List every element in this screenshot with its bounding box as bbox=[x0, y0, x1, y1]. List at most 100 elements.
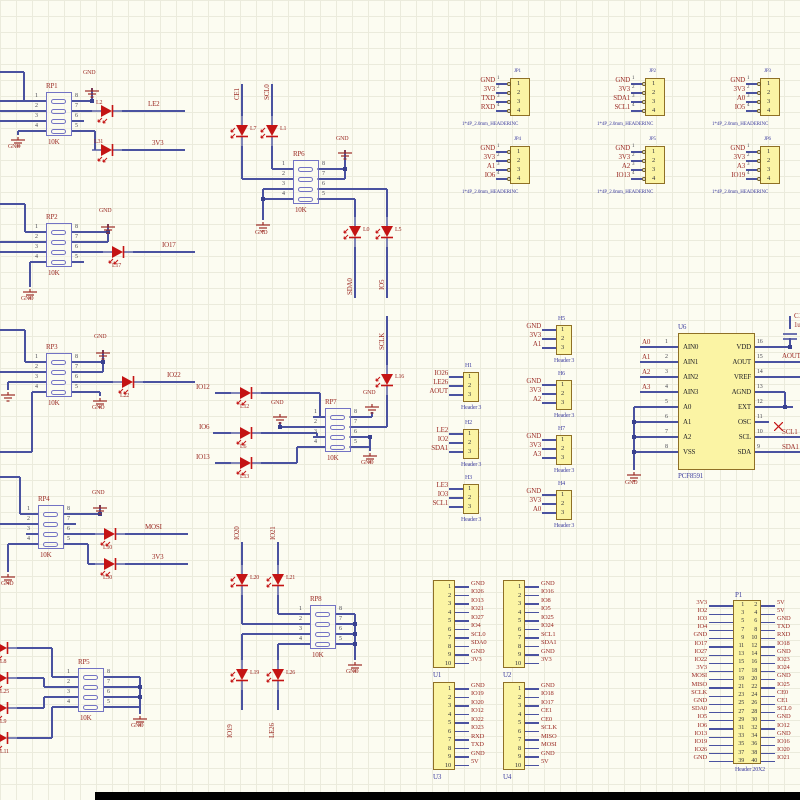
net-label: IO19 bbox=[694, 737, 707, 745]
wire bbox=[34, 391, 46, 393]
header-JP5[interactable] bbox=[645, 146, 665, 184]
header-H5[interactable] bbox=[556, 325, 572, 355]
wire bbox=[72, 130, 84, 132]
header-H6[interactable] bbox=[556, 380, 572, 410]
led-L31[interactable] bbox=[92, 137, 122, 168]
led-L8[interactable] bbox=[0, 635, 17, 666]
wire bbox=[542, 512, 556, 514]
net-label: A0 bbox=[736, 94, 745, 102]
connector-U3[interactable] bbox=[433, 682, 455, 770]
header-JP3[interactable] bbox=[760, 78, 780, 116]
pin-number: 5 bbox=[447, 617, 451, 624]
wire bbox=[709, 646, 733, 648]
wire bbox=[64, 513, 76, 515]
led-L21[interactable] bbox=[263, 565, 293, 600]
led-L5[interactable] bbox=[372, 217, 402, 252]
wire bbox=[449, 433, 463, 435]
wire bbox=[26, 533, 38, 535]
led-L7[interactable] bbox=[227, 116, 257, 151]
wire bbox=[104, 696, 140, 698]
junction-dot bbox=[353, 632, 357, 636]
header-H4[interactable] bbox=[556, 490, 572, 520]
wire bbox=[664, 376, 678, 378]
led-L11[interactable] bbox=[0, 725, 17, 756]
header-H7[interactable] bbox=[556, 435, 572, 465]
connector-U4[interactable] bbox=[503, 682, 525, 770]
led-L0[interactable] bbox=[340, 217, 370, 252]
led-L17[interactable] bbox=[103, 239, 133, 270]
net-label: GND bbox=[730, 144, 745, 152]
led-L10[interactable] bbox=[95, 521, 125, 552]
pin-circle bbox=[642, 150, 646, 154]
pin-number: 35 bbox=[738, 741, 744, 748]
net-label: SCLK bbox=[378, 332, 386, 350]
net-label: IO24 bbox=[777, 664, 790, 672]
wire bbox=[336, 613, 348, 615]
net-label: IO26 bbox=[694, 746, 707, 754]
resistor-element bbox=[83, 694, 98, 700]
wire bbox=[634, 421, 664, 423]
net-label: IO12 bbox=[471, 707, 484, 714]
pin-number: 4 bbox=[27, 536, 30, 542]
wire bbox=[496, 101, 507, 103]
wire bbox=[761, 679, 775, 681]
led-L30[interactable] bbox=[95, 551, 125, 582]
pin-name: AGND bbox=[731, 388, 752, 396]
wire bbox=[281, 198, 293, 200]
header-JP4[interactable] bbox=[510, 146, 530, 184]
connector-U2[interactable] bbox=[503, 580, 525, 668]
led-L1[interactable] bbox=[257, 116, 287, 151]
pin-number: 1 bbox=[517, 80, 521, 87]
led-L19[interactable] bbox=[227, 660, 257, 695]
pin-number: 8 bbox=[75, 224, 78, 230]
wire bbox=[631, 110, 642, 112]
resistor-element bbox=[51, 259, 66, 265]
led-L2[interactable] bbox=[92, 98, 122, 129]
wire bbox=[343, 613, 355, 615]
pin-number: 3 bbox=[517, 98, 521, 105]
pin-number: 7 bbox=[75, 103, 78, 109]
header-JP1[interactable] bbox=[510, 78, 530, 116]
led-L26[interactable] bbox=[263, 660, 293, 695]
led-L25[interactable] bbox=[0, 665, 17, 696]
header-JP2[interactable] bbox=[645, 78, 665, 116]
wire bbox=[94, 131, 96, 150]
pin-number: 21 bbox=[738, 684, 744, 690]
pin-number: 2 bbox=[561, 335, 565, 342]
wire bbox=[769, 346, 790, 348]
wire bbox=[99, 392, 101, 396]
wire bbox=[72, 391, 84, 393]
pin-number: 4 bbox=[282, 191, 285, 197]
junction-dot bbox=[788, 345, 792, 349]
net-label: 3V3 bbox=[152, 139, 164, 147]
wire bbox=[755, 346, 769, 348]
header-JP6[interactable] bbox=[760, 146, 780, 184]
header-H3[interactable] bbox=[463, 484, 479, 514]
led-L9[interactable] bbox=[0, 695, 17, 726]
header-P1[interactable] bbox=[733, 600, 761, 764]
wire bbox=[336, 633, 348, 635]
net-label: IO25 bbox=[541, 613, 554, 621]
led-designator: L16 bbox=[395, 374, 405, 380]
wire bbox=[72, 261, 84, 263]
net-label: IO12 bbox=[196, 383, 210, 391]
led-L22[interactable] bbox=[113, 369, 143, 400]
pin-number: 5 bbox=[322, 191, 325, 197]
led-L12[interactable] bbox=[231, 380, 261, 411]
wire bbox=[784, 392, 786, 407]
connector-U1[interactable] bbox=[433, 580, 455, 668]
ic-U6[interactable] bbox=[678, 333, 755, 470]
net-label: IO24 bbox=[541, 622, 554, 629]
header-H1[interactable] bbox=[463, 372, 479, 402]
net-label: IO5 bbox=[378, 279, 386, 290]
led-L13[interactable] bbox=[231, 450, 261, 481]
led-L20[interactable] bbox=[227, 565, 257, 600]
wire bbox=[746, 160, 757, 162]
led-L6[interactable] bbox=[231, 420, 261, 451]
wire bbox=[242, 633, 298, 635]
led-L16[interactable] bbox=[372, 365, 402, 400]
h-designator: H2 bbox=[465, 420, 472, 426]
pin-number: 4 bbox=[447, 710, 451, 718]
capacitor[interactable] bbox=[782, 328, 798, 346]
header-H2[interactable] bbox=[463, 429, 479, 459]
